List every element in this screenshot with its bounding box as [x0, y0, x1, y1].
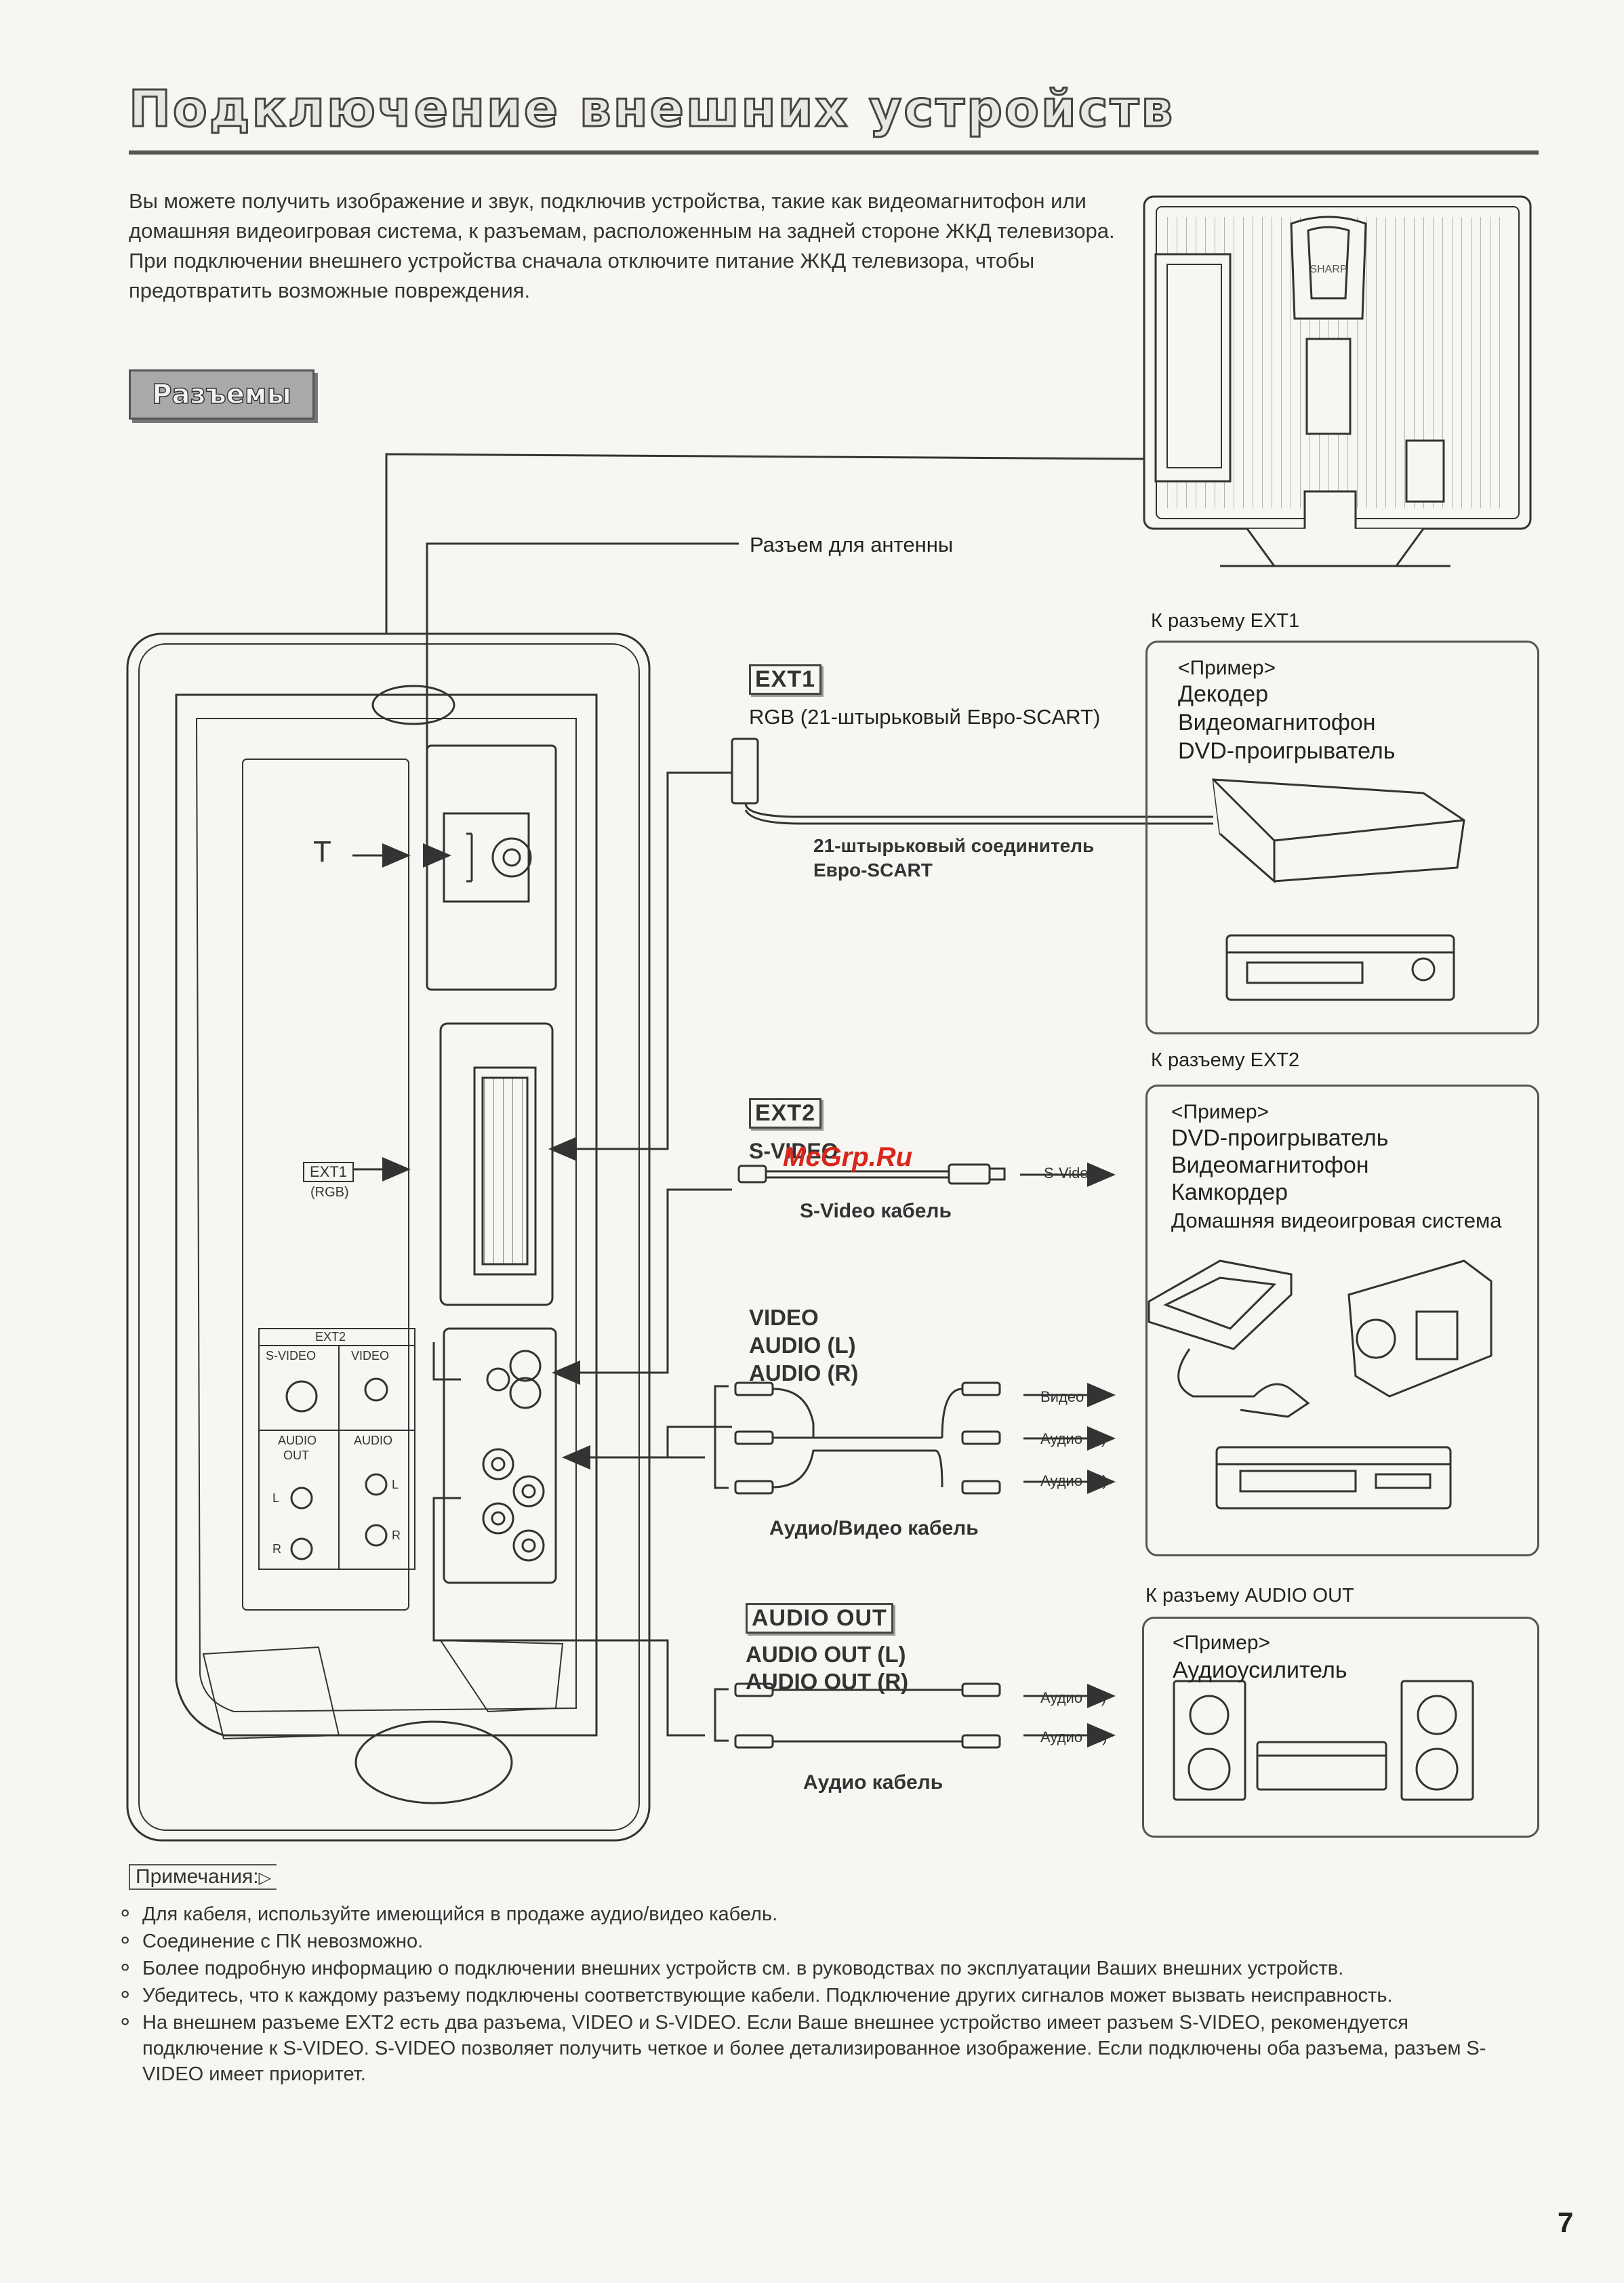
watermark: McGrp.Ru [783, 1142, 913, 1172]
amplifier-illustration [1173, 1680, 1474, 1801]
ext1-example-box [1145, 641, 1539, 1034]
ext1-device-1: Декодер [1178, 681, 1269, 707]
audio-out-example-box [1142, 1617, 1539, 1838]
panel-audio-label: AUDIO [354, 1434, 393, 1447]
arrow-audio-l-label: Аудио (Л) [1040, 1430, 1107, 1447]
panel-audio-out-line1: AUDIO [278, 1434, 317, 1447]
page-title: Подключение внешних устройств [127, 79, 1175, 140]
svideo-cable-illustration [737, 1163, 1006, 1185]
panel-out-l: L [272, 1491, 280, 1505]
arrow-video-label: Видео [1040, 1388, 1084, 1405]
note-item: На внешнем разъеме EXT2 есть два разъема… [114, 2008, 1503, 2087]
intro-paragraph-1: Вы можете получить изображение и звук, п… [129, 189, 1115, 243]
av-cable-label: Аудио/Видео кабель [769, 1517, 979, 1539]
panel-audio-out-line2: OUT [283, 1449, 309, 1462]
ext1-description: RGB (21-штырьковый Евро-SCART) [749, 705, 1101, 729]
ext2-svideo-label: S-VIDEO [749, 1139, 838, 1163]
ext2-device-2: Видеомагнитофон [1171, 1152, 1369, 1178]
note-item: Соединение с ПК невозможно. [114, 1927, 1503, 1954]
note-item: Для кабеля, используйте имеющийся в прод… [114, 1900, 1503, 1927]
panel-video-label: VIDEO [351, 1349, 390, 1362]
audio-out-target-label: К разъему AUDIO OUT [1145, 1585, 1354, 1607]
audio-cable-label: Аудио кабель [803, 1771, 943, 1794]
game-console-illustration [1148, 1259, 1310, 1418]
svideo-cable-label: S-Video кабель [800, 1200, 952, 1222]
panel-in-r: R [392, 1529, 401, 1542]
ext2-input-audio-r: AUDIO (R) [749, 1360, 859, 1386]
scart-cable-line1: 21-штырьковый соединитель [813, 835, 1095, 856]
ext2-example-heading: <Пример> [1171, 1101, 1270, 1123]
dvd-player-illustration [1225, 934, 1455, 1001]
panel-svideo-label: S-VIDEO [266, 1349, 317, 1362]
av-cable-illustration [714, 1381, 1001, 1495]
panel-ext1-tag: EXT1 [303, 1162, 354, 1182]
audio-out-r-label: AUDIO OUT (R) [746, 1669, 909, 1694]
section-heading-label: Разъемы [151, 378, 291, 411]
ext2-tag: EXT2 [749, 1098, 822, 1129]
intro-text: Вы можете получить изображение и звук, п… [129, 186, 1145, 306]
panel-in-l: L [392, 1478, 399, 1491]
notes-heading: Примечания:▷ [129, 1864, 277, 1890]
terminal-panel [126, 632, 651, 1842]
svideo-arrow-label: S-Video [1044, 1165, 1097, 1181]
ext2-input-video: VIDEO [749, 1305, 819, 1330]
ext2-device-3: Камкордер [1171, 1179, 1288, 1205]
ext2-device-1: DVD-проигрыватель [1171, 1125, 1389, 1151]
section-heading: Разъемы [129, 369, 314, 420]
note-item: Убедитесь, что к каждому разъему подключ… [114, 1981, 1503, 2008]
audio-cable-illustration [714, 1682, 1001, 1749]
arrow-audio-out-r-label: Аудио (П) [1040, 1729, 1108, 1745]
ext2-target-label: К разъему EXT2 [1151, 1049, 1300, 1071]
decoder-illustration [1212, 778, 1465, 884]
vcr-illustration [1215, 1446, 1452, 1510]
ext1-device-2: Видеомагнитофон [1178, 710, 1376, 735]
arrow-audio-r-label: Аудио (П) [1040, 1472, 1108, 1489]
camcorder-illustration [1347, 1259, 1493, 1398]
intro-paragraph-2: При подключении внешнего устройства снач… [129, 249, 1035, 302]
ext2-input-audio-l: AUDIO (L) [749, 1333, 856, 1358]
ext1-tag: EXT1 [749, 664, 822, 695]
audio-out-example-heading: <Пример> [1173, 1632, 1271, 1654]
antenna-connector-label: Разъем для антенны [750, 533, 954, 557]
ext1-device-3: DVD-проигрыватель [1178, 738, 1396, 764]
audio-out-device-1: Аудиоусилитель [1173, 1657, 1347, 1683]
audio-out-tag: AUDIO OUT [746, 1603, 893, 1634]
ext2-example-box [1145, 1085, 1539, 1556]
arrow-audio-out-l-label: Аудио (Л) [1040, 1689, 1107, 1706]
notes-heading-text: Примечания: [136, 1865, 259, 1888]
panel-out-r: R [272, 1542, 281, 1556]
panel-ext1-sub: (RGB) [310, 1185, 349, 1200]
svg-text:SHARP: SHARP [1310, 264, 1347, 275]
scart-cable-line2: Евро-SCART [813, 860, 933, 881]
tv-rear-illustration [1143, 195, 1532, 567]
audio-out-l-label: AUDIO OUT (L) [746, 1642, 906, 1667]
antenna-symbol: T [313, 835, 331, 868]
notes-list: Для кабеля, используйте имеющийся в прод… [114, 1900, 1503, 2088]
ext2-device-4: Домашняя видеоигровая система [1171, 1209, 1502, 1232]
ext1-example-heading: <Пример> [1178, 657, 1276, 679]
ext1-target-label: К разъему EXT1 [1151, 610, 1300, 632]
title-divider [129, 150, 1539, 155]
page-number: 7 [1558, 2206, 1574, 2238]
note-item: Более подробную информацию о подключении… [114, 1954, 1503, 1981]
panel-ext2-title: EXT2 [315, 1330, 346, 1343]
